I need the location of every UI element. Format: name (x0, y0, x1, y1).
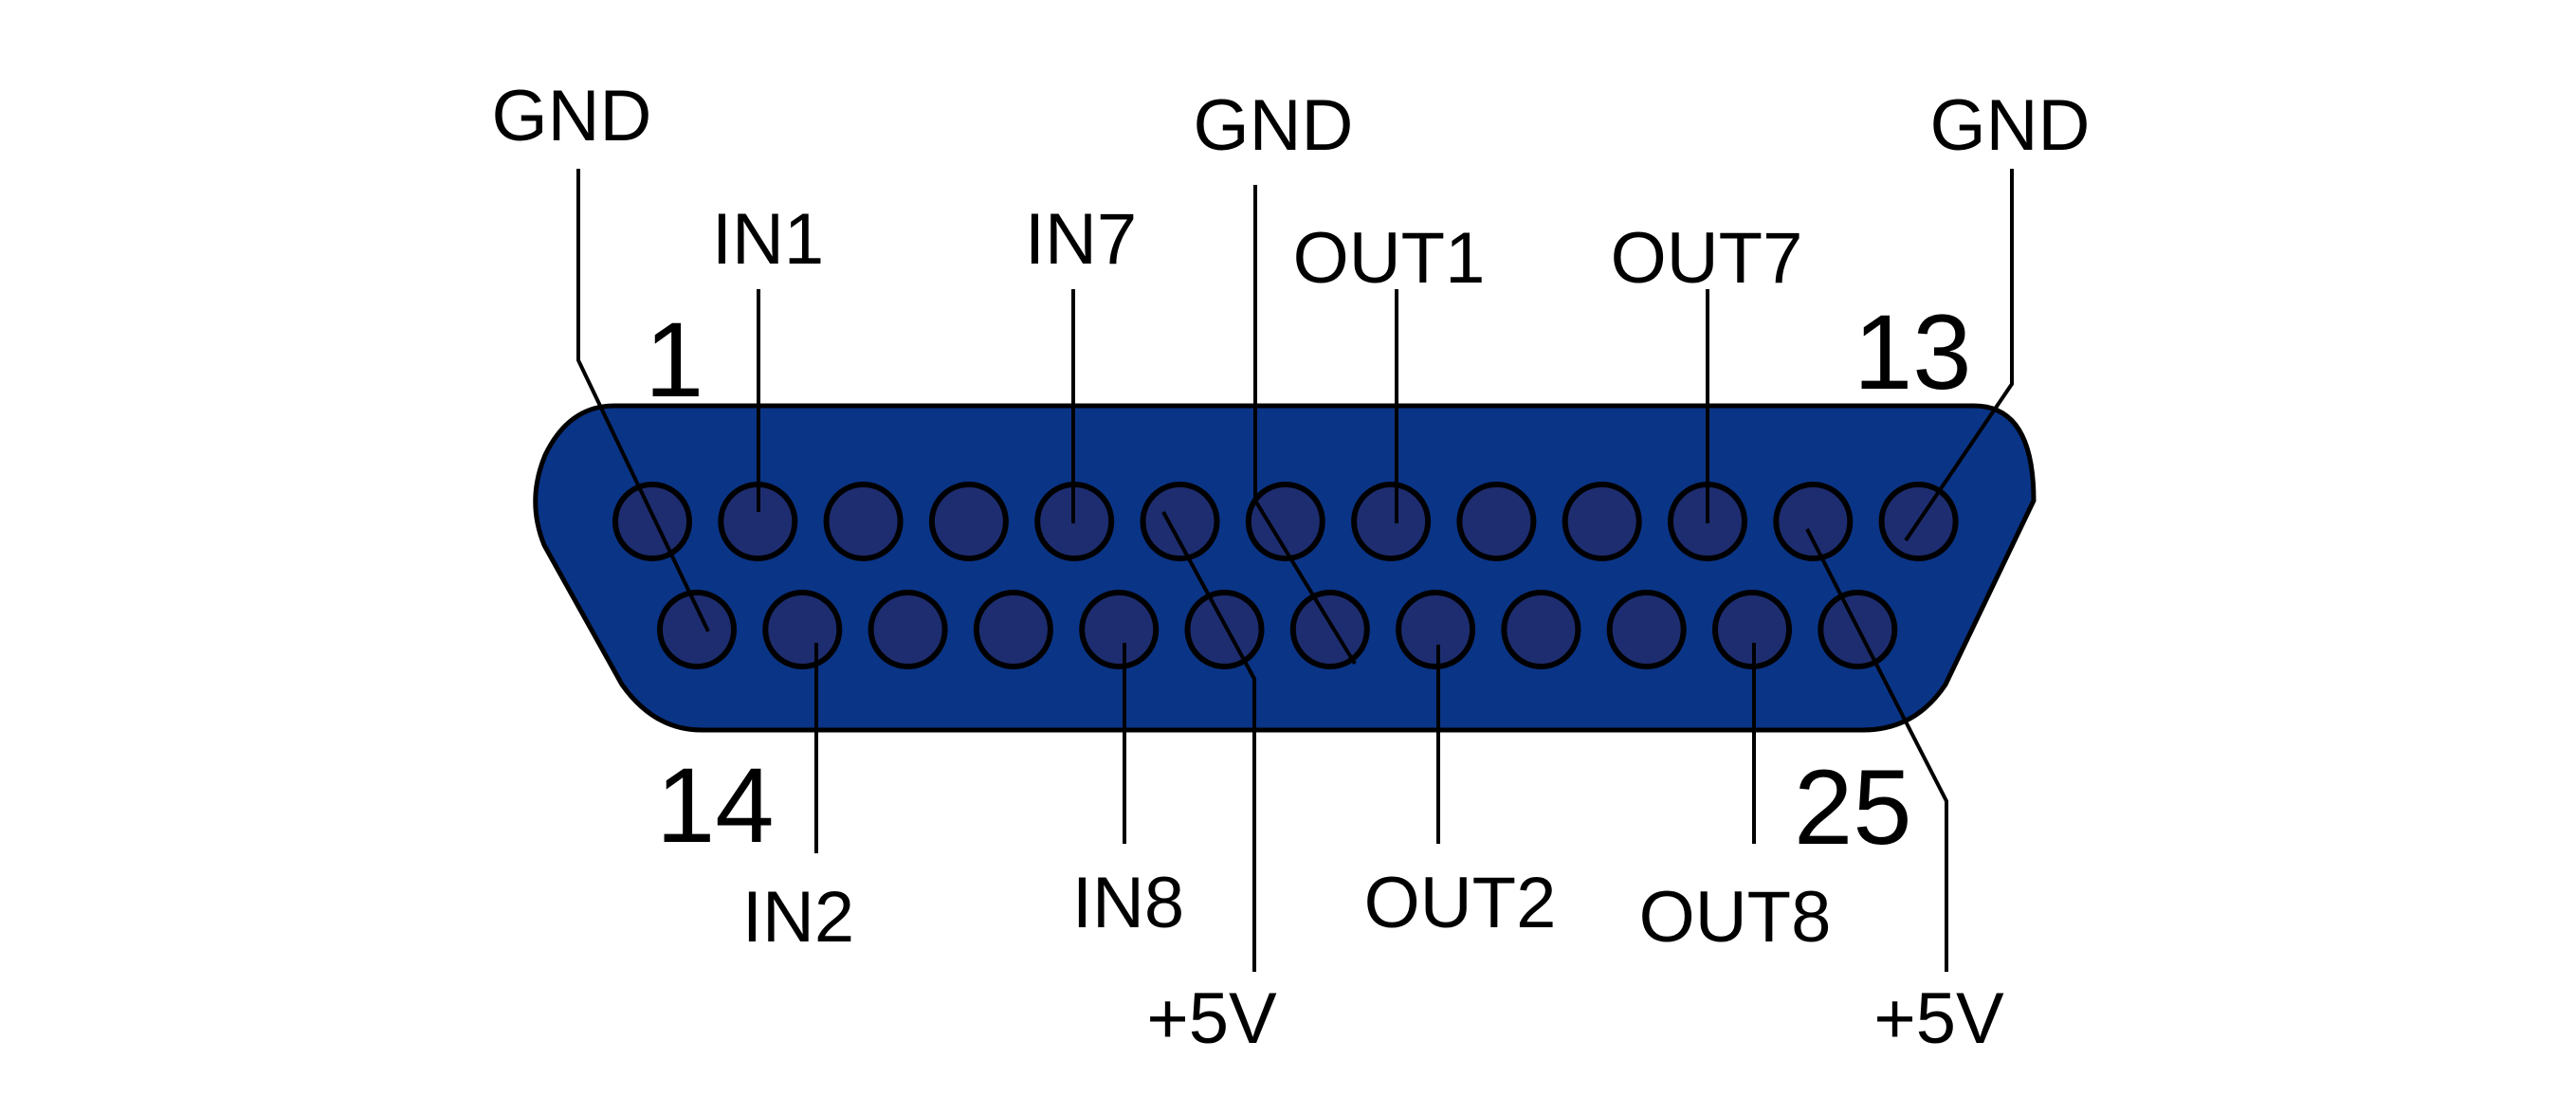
label-5v-left: +5V (1146, 978, 1277, 1059)
pin-6 (1140, 482, 1220, 561)
pin-number-1: 1 (645, 301, 703, 419)
pin-12 (1773, 482, 1854, 561)
leader-line-gnd-left (576, 169, 710, 632)
pin-4 (928, 482, 1009, 561)
pin-17 (973, 590, 1053, 669)
leader-line-5v-left (1161, 511, 1256, 972)
pin-21 (1396, 590, 1476, 669)
pin-1 (612, 482, 692, 561)
label-out1: OUT1 (1293, 218, 1486, 299)
leader-line-5v-right (1805, 528, 1948, 972)
label-in7: IN7 (1025, 199, 1137, 280)
leader-lines (576, 169, 2014, 972)
label-gnd-left: GND (492, 76, 652, 156)
label-out7: OUT7 (1611, 218, 1803, 299)
label-gnd-right: GND (1930, 85, 2091, 166)
pin-number-14: 14 (656, 746, 775, 865)
pin-15 (762, 590, 843, 669)
pin-23 (1606, 590, 1687, 669)
label-out8: OUT8 (1639, 877, 1832, 958)
label-gnd-middle: GND (1194, 85, 1354, 166)
leader-line-gnd-middle (1253, 185, 1357, 666)
pin-9 (1456, 482, 1537, 561)
label-in8: IN8 (1072, 863, 1184, 943)
pin-3 (823, 482, 904, 561)
label-5v-right: +5V (1873, 978, 2004, 1059)
pin-19 (1184, 590, 1265, 669)
pin-number-13: 13 (1854, 293, 1972, 411)
pin-22 (1501, 590, 1581, 669)
pin-20 (1289, 590, 1370, 669)
pin-18 (1079, 590, 1160, 669)
pin-16 (868, 590, 948, 669)
pin-14 (657, 590, 737, 669)
pin-number-25: 25 (1794, 748, 1912, 867)
label-out2: OUT2 (1364, 863, 1557, 943)
pin-8 (1351, 482, 1432, 561)
leader-line-gnd-right (1904, 169, 2014, 542)
pin-10 (1562, 482, 1642, 561)
pin-7 (1245, 482, 1325, 561)
label-in1: IN1 (712, 199, 824, 280)
label-in2: IN2 (742, 877, 854, 958)
